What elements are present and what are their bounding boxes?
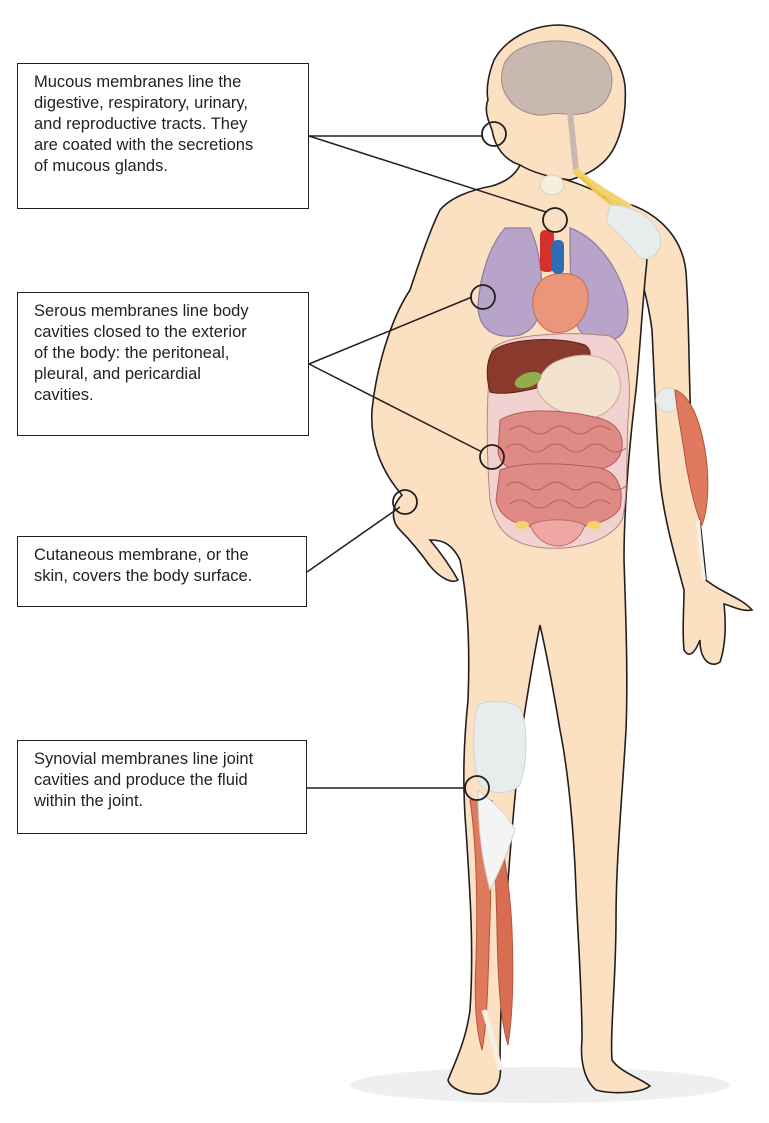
serous-circle-pleura [470, 284, 496, 310]
mucous-circle-trachea [542, 207, 568, 233]
shoulder-bone [605, 204, 662, 260]
ovary-left [515, 521, 529, 529]
ankle-tendon [481, 1009, 503, 1071]
uterus-icon [529, 519, 586, 547]
ground-shadow [350, 1067, 730, 1103]
cutaneous-circle [392, 489, 418, 515]
leg-tendon-white [477, 788, 516, 892]
serous-membrane-callout: Serous membranes line body cavities clos… [17, 292, 309, 436]
synovial-membrane-callout: Synovial membranes line joint cavities a… [17, 740, 307, 834]
intestine-loops [505, 425, 627, 509]
aorta [540, 230, 554, 272]
leader-lines [306, 135, 547, 789]
ovary-right [587, 521, 601, 529]
mucous-circle [481, 121, 507, 147]
brain-icon [501, 40, 613, 116]
nerve-bundle [572, 167, 632, 211]
serous-circle-peritoneum [479, 444, 505, 470]
synovial-circle [464, 775, 490, 801]
thyroid-icon [539, 174, 565, 196]
mucous-membrane-callout: Mucous membranes line the digestive, res… [17, 63, 309, 209]
vena-cava [552, 240, 564, 274]
callout-circles [392, 121, 568, 801]
forearm-muscle [674, 389, 709, 527]
heart-icon [532, 273, 589, 334]
forearm-tendon [696, 519, 706, 581]
knee-bone [473, 701, 527, 793]
cutaneous-membrane-callout: Cutaneous membrane, or the skin, covers … [17, 536, 307, 607]
intestines-icon [495, 410, 623, 529]
gallbladder-icon [514, 371, 542, 389]
spinal-cord [567, 111, 579, 171]
